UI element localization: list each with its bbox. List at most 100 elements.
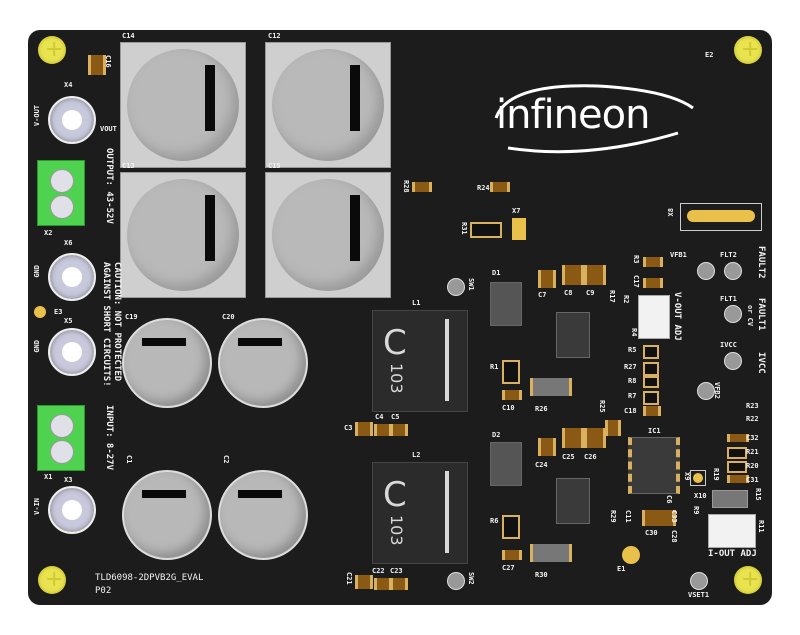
label-c27: C27 bbox=[502, 564, 515, 572]
label-flt1: FLT1 bbox=[720, 295, 737, 303]
label-r4: R4 bbox=[630, 328, 638, 337]
capacitor-c21 bbox=[355, 575, 373, 589]
capacitor-c20 bbox=[218, 318, 308, 408]
capacitor-c2 bbox=[218, 470, 308, 560]
label-c32: C32 bbox=[746, 434, 759, 442]
label-vfb2: VFB2 bbox=[713, 382, 721, 399]
label-r26: R26 bbox=[535, 405, 548, 413]
caution-label-line2: AGAINST SHORT CIRCUITS! bbox=[101, 262, 111, 387]
mounting-hole-top-right bbox=[734, 36, 762, 64]
terminal-block-x2[interactable] bbox=[37, 160, 85, 226]
label-r21: R21 bbox=[746, 448, 759, 456]
mounting-hole-bottom-right bbox=[734, 566, 762, 594]
inductor-marking-value: 103 bbox=[387, 363, 406, 394]
banana-jack-x5[interactable] bbox=[48, 328, 96, 376]
label-c15: C15 bbox=[268, 162, 281, 170]
label-c25: C25 bbox=[562, 453, 575, 461]
label-c12: C12 bbox=[268, 32, 281, 40]
label-r28: R28 bbox=[402, 180, 410, 193]
banana-jack-x4[interactable] bbox=[48, 96, 96, 144]
capacitor-c27 bbox=[502, 550, 522, 560]
capacitor-c31 bbox=[727, 475, 749, 483]
mounting-hole-top-left bbox=[38, 36, 66, 64]
label-gnd-x5: GND bbox=[33, 340, 41, 353]
test-point-vfb2[interactable] bbox=[697, 382, 715, 400]
label-e1: E1 bbox=[617, 565, 626, 573]
test-point-vfb1[interactable] bbox=[697, 262, 715, 280]
label-l2: L2 bbox=[412, 451, 421, 459]
label-c5: C5 bbox=[391, 413, 400, 421]
label-d1: D1 bbox=[492, 269, 501, 277]
potentiometer-i-out-adj[interactable] bbox=[708, 514, 756, 548]
label-fault2: FAULT2 bbox=[756, 246, 766, 279]
label-r24: R24 bbox=[477, 184, 490, 192]
label-c20: C20 bbox=[222, 313, 235, 321]
switch-node-sw2 bbox=[447, 572, 465, 590]
label-c33: C33 bbox=[670, 510, 678, 523]
resistor-r20 bbox=[727, 461, 747, 473]
resistor-r8 bbox=[643, 376, 659, 388]
resistor-r26 bbox=[530, 378, 572, 396]
test-point-vset1[interactable] bbox=[690, 572, 708, 590]
label-r5: R5 bbox=[628, 346, 637, 354]
label-r23: R23 bbox=[746, 402, 759, 410]
jumper-x10[interactable] bbox=[712, 490, 748, 508]
label-r2: R2 bbox=[622, 295, 630, 304]
label-x9: X9 bbox=[683, 472, 691, 481]
resistor-r3 bbox=[643, 257, 663, 267]
resistor-r30 bbox=[530, 544, 572, 562]
label-c28: C28 bbox=[670, 530, 678, 543]
label-c4: C4 bbox=[375, 413, 384, 421]
capacitor-c7 bbox=[538, 270, 556, 288]
controller-ic1 bbox=[628, 437, 680, 494]
capacitor-c17 bbox=[643, 278, 663, 288]
jumper-x8-outline bbox=[680, 203, 762, 231]
led-flt1 bbox=[724, 305, 742, 323]
infineon-logo-text: infineon bbox=[496, 92, 650, 138]
banana-jack-x6[interactable] bbox=[48, 253, 96, 301]
resistor-r5 bbox=[643, 345, 659, 359]
label-sw1: SW1 bbox=[467, 278, 475, 291]
jumper-x7[interactable] bbox=[512, 218, 526, 240]
label-r7: R7 bbox=[628, 392, 637, 400]
capacitor-c32 bbox=[727, 434, 749, 442]
capacitor-c15 bbox=[265, 172, 391, 298]
jumper-x8[interactable] bbox=[687, 210, 755, 222]
test-point-x9[interactable] bbox=[690, 470, 706, 486]
potentiometer-v-out-adj[interactable] bbox=[638, 295, 670, 339]
label-r8: R8 bbox=[628, 377, 637, 385]
label-c26: C26 bbox=[584, 453, 597, 461]
label-x2: X2 bbox=[44, 229, 53, 237]
led-flt2 bbox=[724, 262, 742, 280]
label-x6: X6 bbox=[64, 239, 73, 247]
label-c22: C22 bbox=[372, 567, 385, 575]
label-c23: C23 bbox=[390, 567, 403, 575]
label-ic1: IC1 bbox=[648, 427, 661, 435]
label-x5: X5 bbox=[64, 317, 73, 325]
infineon-logo bbox=[494, 84, 694, 154]
inductor-marking-letter: C bbox=[383, 323, 407, 363]
label-c14: C14 bbox=[122, 32, 135, 40]
label-r30: R30 bbox=[535, 571, 548, 579]
label-vset1: VSET1 bbox=[688, 591, 710, 599]
resistor-r27 bbox=[643, 362, 659, 376]
label-c8: C8 bbox=[564, 289, 573, 297]
capacitor-c1 bbox=[122, 470, 212, 560]
label-r20: R20 bbox=[746, 462, 759, 470]
label-v-out-adj: V-OUT ADJ bbox=[672, 292, 682, 341]
label-d2: D2 bbox=[492, 431, 501, 439]
label-or-cv: or CV bbox=[746, 305, 754, 327]
label-x10: X10 bbox=[694, 492, 707, 500]
banana-jack-x3[interactable] bbox=[48, 486, 96, 534]
label-c11: C11 bbox=[624, 510, 632, 523]
label-c30: C30 bbox=[645, 529, 658, 537]
capacitor-c14 bbox=[120, 42, 246, 168]
resistor-r6 bbox=[502, 515, 520, 539]
label-e3: E3 bbox=[54, 308, 63, 316]
label-vfb1: VFB1 bbox=[670, 251, 687, 259]
label-x4: X4 bbox=[64, 81, 73, 89]
terminal-block-x1[interactable] bbox=[37, 405, 85, 471]
label-fault1: FAULT1 bbox=[756, 298, 766, 331]
